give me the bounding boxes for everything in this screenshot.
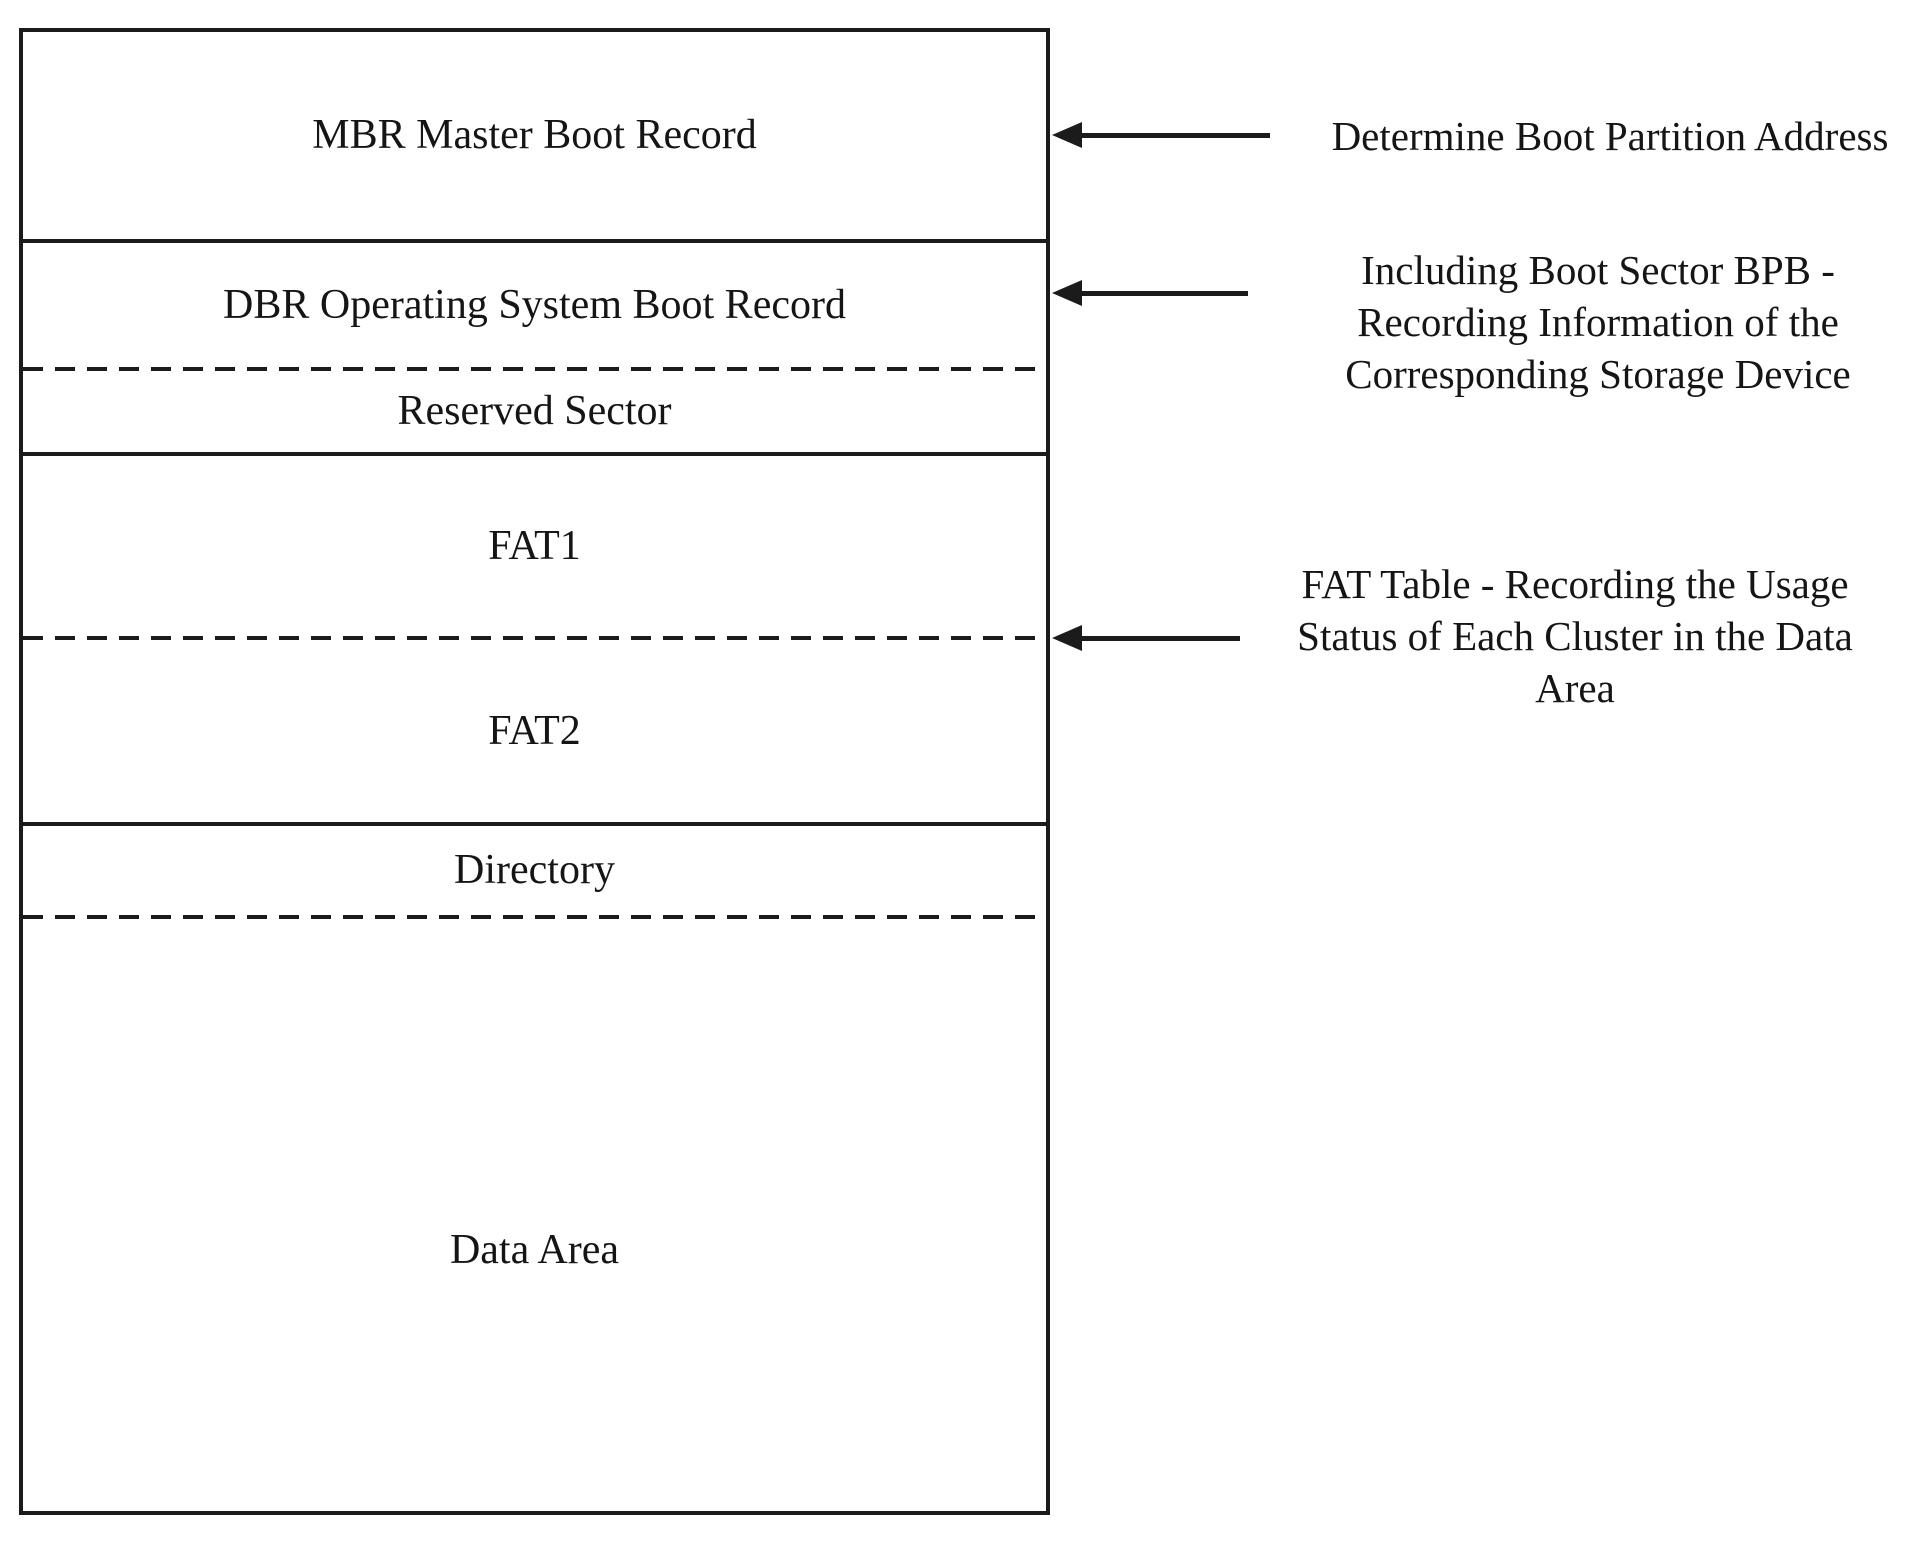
section-reserved-sector-label: Reserved Sector xyxy=(397,388,672,435)
arrow-to-dbr xyxy=(1052,280,1248,306)
arrowhead-left-icon xyxy=(1052,625,1082,651)
annotation-line: Area xyxy=(1535,665,1615,711)
section-dbr: DBR Operating System Boot Record xyxy=(23,243,1046,367)
arrowhead-left-icon xyxy=(1052,280,1082,306)
annotation-line: Recording Information of the xyxy=(1357,299,1839,345)
arrow-shaft xyxy=(1078,290,1248,296)
solid-divider-fat2-directory xyxy=(23,822,1046,826)
annotation-dbr: Including Boot Sector BPB - Recording In… xyxy=(1288,244,1908,400)
arrowhead-left-icon xyxy=(1052,122,1082,148)
solid-divider-mbr-dbr xyxy=(23,239,1046,243)
section-dbr-label: DBR Operating System Boot Record xyxy=(223,281,846,328)
solid-divider-reserved-fat1 xyxy=(23,452,1046,456)
section-data-area: Data Area xyxy=(23,919,1046,1511)
arrow-to-mbr xyxy=(1052,122,1270,148)
section-fat2-label: FAT2 xyxy=(488,707,581,754)
arrow-shaft xyxy=(1078,635,1240,641)
section-mbr: MBR Master Boot Record xyxy=(23,32,1046,239)
dashed-divider-fat1-fat2 xyxy=(23,636,1046,640)
disk-layout-box: MBR Master Boot Record DBR Operating Sys… xyxy=(19,28,1050,1515)
section-data-area-label: Data Area xyxy=(449,1226,620,1273)
section-directory: Directory xyxy=(23,826,1046,915)
arrow-to-fat-divider xyxy=(1052,625,1240,651)
annotation-line: Status of Each Cluster in the Data xyxy=(1297,613,1853,659)
section-fat1: FAT1 xyxy=(23,456,1046,636)
annotation-fat-table: FAT Table - Recording the Usage Status o… xyxy=(1245,558,1905,714)
section-fat1-label: FAT1 xyxy=(488,522,581,569)
annotation-line: FAT Table - Recording the Usage xyxy=(1301,561,1849,607)
annotation-line: Corresponding Storage Device xyxy=(1345,351,1851,397)
arrow-shaft xyxy=(1078,132,1270,138)
annotation-line: Including Boot Sector BPB - xyxy=(1361,247,1835,293)
section-reserved-sector: Reserved Sector xyxy=(23,371,1046,452)
section-fat2: FAT2 xyxy=(23,640,1046,822)
dashed-divider-dbr-reserved xyxy=(23,367,1046,371)
dashed-divider-directory-data xyxy=(23,915,1046,919)
section-directory-label: Directory xyxy=(454,847,615,894)
section-mbr-label: MBR Master Boot Record xyxy=(312,112,757,159)
annotation-line: Determine Boot Partition Address xyxy=(1331,113,1889,159)
annotation-mbr: Determine Boot Partition Address xyxy=(1298,110,1922,162)
